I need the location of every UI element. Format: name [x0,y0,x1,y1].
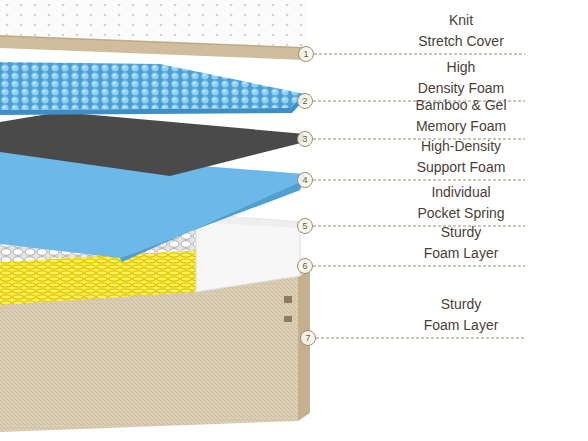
callout-circle: 5 [297,218,313,234]
egg-crate-foam [0,62,305,110]
callout-circle: 3 [297,131,313,147]
callout-number: 3 [297,131,313,147]
egg-crate-edge [0,94,305,115]
part-label: Bamboo & Gel Memory Foam [415,95,506,137]
callout-number: 7 [300,330,316,346]
callout-number: 6 [297,258,313,274]
cover-side-band [0,35,305,60]
leader-line [313,266,525,267]
callout-ring [301,331,316,346]
part-label: High-Density Support Foam [417,136,506,178]
part-label: High Density Foam [418,57,504,99]
callout-circle: 4 [297,172,313,188]
cover-seam [0,36,305,48]
callout-ring [298,94,313,109]
callout-number: 1 [298,46,314,62]
callout-number: 4 [297,172,313,188]
leader-line [313,180,525,181]
callout-ring [298,132,313,147]
part-label: Individual Pocket Spring [417,182,504,224]
callout-ring [298,219,313,234]
callout-ring [298,259,313,274]
callout-ring [298,173,313,188]
callout-ring [299,47,314,62]
support-foam-edge [120,174,305,262]
base-logo [284,296,292,303]
base-logo [284,316,292,322]
part-label: Knit Stretch Cover [418,10,504,52]
callout-circle: 2 [297,93,313,109]
callout-circle: 6 [297,258,313,274]
callout-number: 2 [297,93,313,109]
leader-line [316,338,525,339]
part-label: Sturdy Foam Layer [424,222,499,264]
callout-circle: 1 [298,46,314,62]
leader-line [314,54,525,55]
callout-circle: 7 [300,330,316,346]
part-label: Sturdy Foam Layer [424,294,499,336]
foam-surround-block [196,214,300,292]
leader-line [313,226,525,227]
callout-number: 5 [297,218,313,234]
gel-foam-sheet [0,112,305,176]
